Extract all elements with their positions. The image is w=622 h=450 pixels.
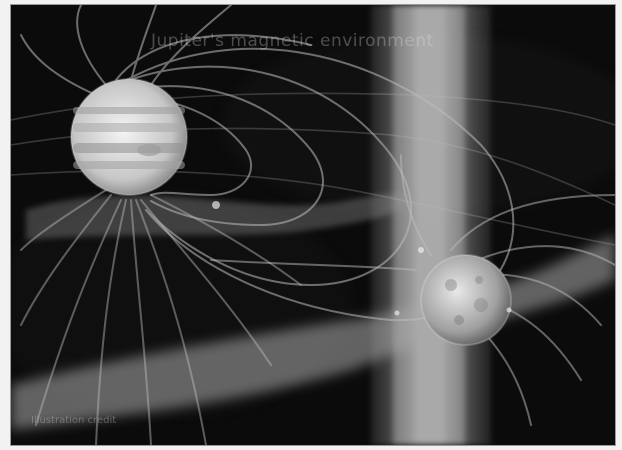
jupiter-planet [71,79,187,195]
credit-text: Illustration credit [31,415,116,426]
io-moon [421,255,511,345]
artwork-frame: Jupiter's magnetic environment Illustrat… [10,4,616,446]
flux-tube [371,5,491,445]
overlay-text: Jupiter's magnetic environment [151,31,434,51]
jupiter-magnetosphere-illustration [11,5,615,445]
